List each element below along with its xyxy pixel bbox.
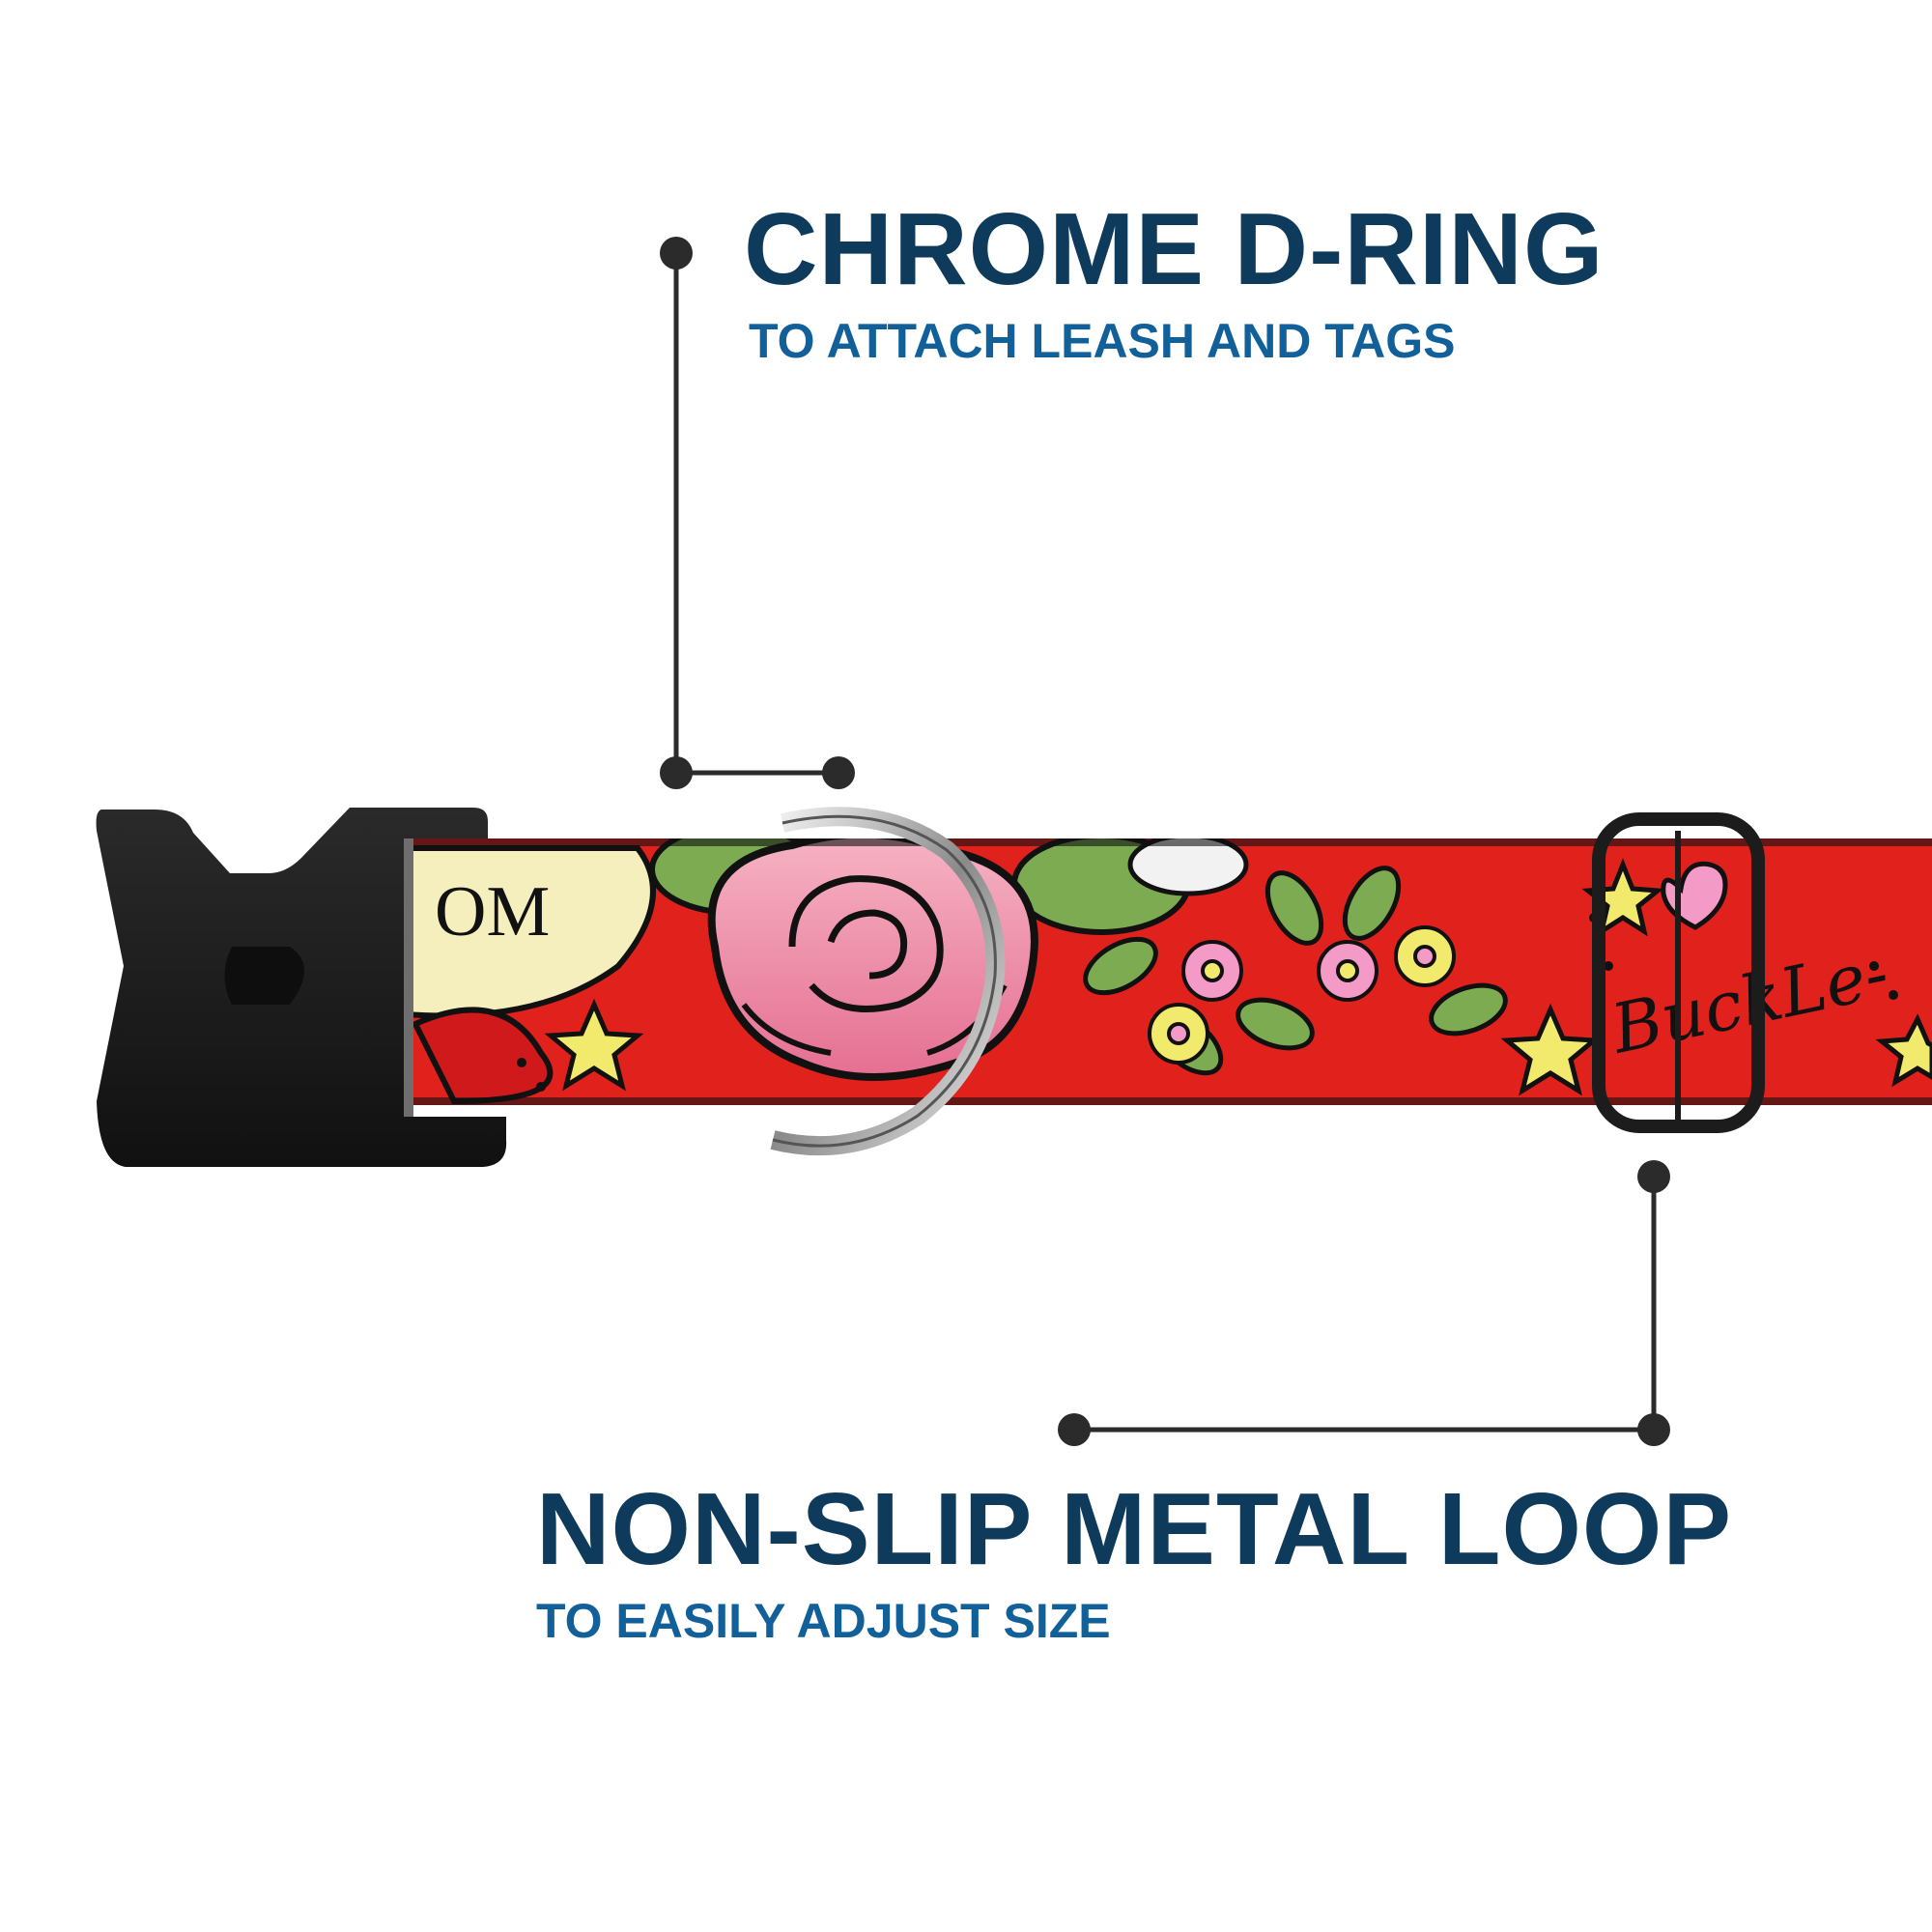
d-ring-title: CHROME D-RING [744,192,1605,306]
collar-text-left: OM [435,872,550,952]
side-release-buckle [96,808,507,1167]
loop-leader-line [1074,1177,1657,1433]
d-ring-leader-dots [660,237,855,789]
d-ring-subtitle: TO ATTACH LEASH AND TAGS [749,314,1456,368]
non-slip-loop [1592,812,1765,1133]
loop-subtitle: TO EASILY ADJUST SIZE [536,1594,1111,1648]
chrome-d-ring [770,807,1006,1156]
collar-webbing: OM BuckLe- [406,838,1932,1105]
flower-cluster [1083,866,1508,1076]
loop-leader-dots [1058,1160,1670,1446]
loop-title: NON-SLIP METAL LOOP [536,1472,1733,1586]
